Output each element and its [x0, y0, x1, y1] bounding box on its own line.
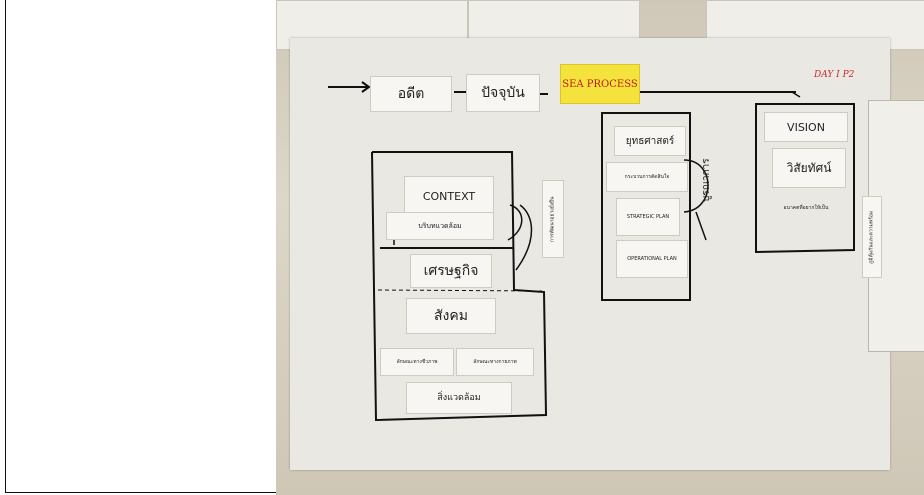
sustainable-note-card: การพัฒนาอย่างยั่งยืน: [542, 180, 564, 258]
operational-plan-card: OPERATIONAL PLAN: [616, 240, 688, 278]
past-card: อดีต: [370, 76, 452, 112]
economy-card: เศรษฐกิจ: [410, 254, 492, 288]
sea-process-sticky: SEA PROCESS: [560, 64, 640, 104]
context-title: CONTEXT: [422, 189, 476, 203]
strategy-card: ยุทธศาสตร์: [614, 126, 686, 156]
society-card: สังคม: [406, 298, 496, 334]
environment-card: สิ่งแวดล้อม: [406, 382, 512, 414]
integrate-label: บูรณาการ: [701, 158, 712, 202]
vision-thai-card: วิสัยทัศน์: [772, 148, 846, 188]
surroundings-card: บริบทแวดล้อม: [386, 212, 494, 240]
bio-traits-card: ลักษณะทางชีวภาพ: [380, 348, 454, 376]
physical-traits-card: ลักษณะทางกายภาพ: [456, 348, 534, 376]
readiness-note-card: ภูมิคุ้มกันและความพร้อม: [862, 196, 882, 278]
vision-card: VISION: [764, 112, 848, 142]
strategic-plan-card: STRATEGIC PLAN: [616, 198, 680, 236]
day-note: DAY I P2: [814, 70, 855, 80]
present-card: ปัจจุบัน: [466, 74, 540, 112]
whiteboard-photo: อดีต ปัจจุบัน SEA PROCESS DAY I P2 CONTE…: [276, 0, 924, 495]
vision-desc: อนาคตที่อยากให้เป็น: [783, 204, 829, 211]
decision-process-card: กระบวนการตัดสินใจ: [606, 162, 688, 192]
context-card: CONTEXT: [404, 176, 494, 216]
